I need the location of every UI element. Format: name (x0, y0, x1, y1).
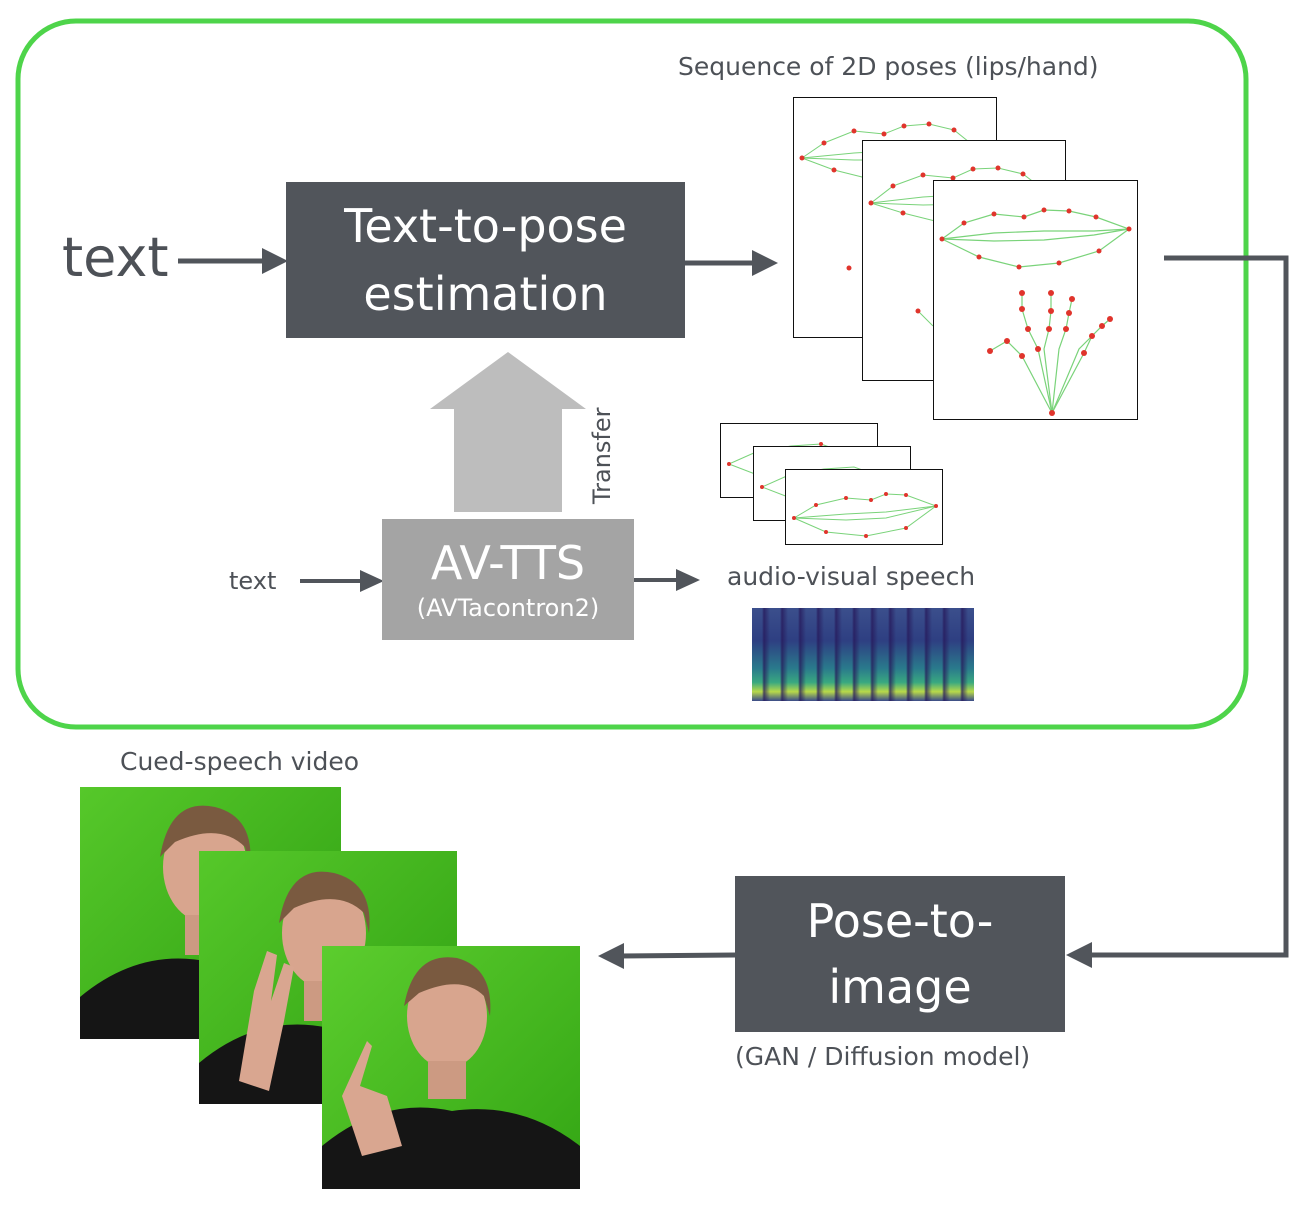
connector-poses-to-pose-to-image (1086, 255, 1289, 958)
spectrogram (752, 608, 974, 701)
audio-visual-label: audio-visual speech (727, 562, 976, 591)
lip-frame-3 (785, 469, 943, 545)
green-frame (15, 18, 1249, 730)
pose-to-image-line-2: image (828, 960, 972, 1014)
av-tts-box: AV-TTS (AVTacontron2) (382, 519, 634, 640)
transfer-label: Transfer (588, 407, 616, 504)
arrow-pose-to-video (617, 952, 736, 959)
input-text-label: text (62, 226, 169, 289)
text-to-pose-box: Text-to-pose estimation (286, 182, 685, 338)
arrowhead-2 (752, 250, 778, 276)
pose-to-image-note: (GAN / Diffusion model) (735, 1042, 1031, 1071)
text-to-pose-line-1: Text-to-pose (344, 199, 627, 253)
text-to-pose-line-2: estimation (363, 267, 608, 321)
poses-title: Sequence of 2D poses (lips/hand) (678, 52, 1099, 81)
video-frame-3 (322, 946, 580, 1189)
arrowhead-6 (598, 943, 624, 969)
arrowhead-1 (262, 248, 288, 274)
arrowhead-3 (360, 570, 384, 592)
av-tts-subtitle: (AVTacontron2) (416, 593, 600, 622)
cued-video-label: Cued-speech video (120, 747, 360, 776)
pose-hand-lips-drawing (939, 207, 1132, 416)
lip-drawing (792, 492, 938, 538)
arrowhead-5 (1066, 942, 1092, 968)
transfer-arrow (430, 352, 586, 512)
person-silhouette (322, 957, 580, 1189)
pose-frame-3 (933, 180, 1138, 420)
pose-to-image-line-1: Pose-to- (806, 894, 994, 948)
av-tts-title: AV-TTS (430, 535, 586, 590)
pose-to-image-box: Pose-to- image (735, 876, 1065, 1032)
arrowhead-4 (676, 569, 700, 591)
input-text-small-label: text (229, 567, 277, 595)
